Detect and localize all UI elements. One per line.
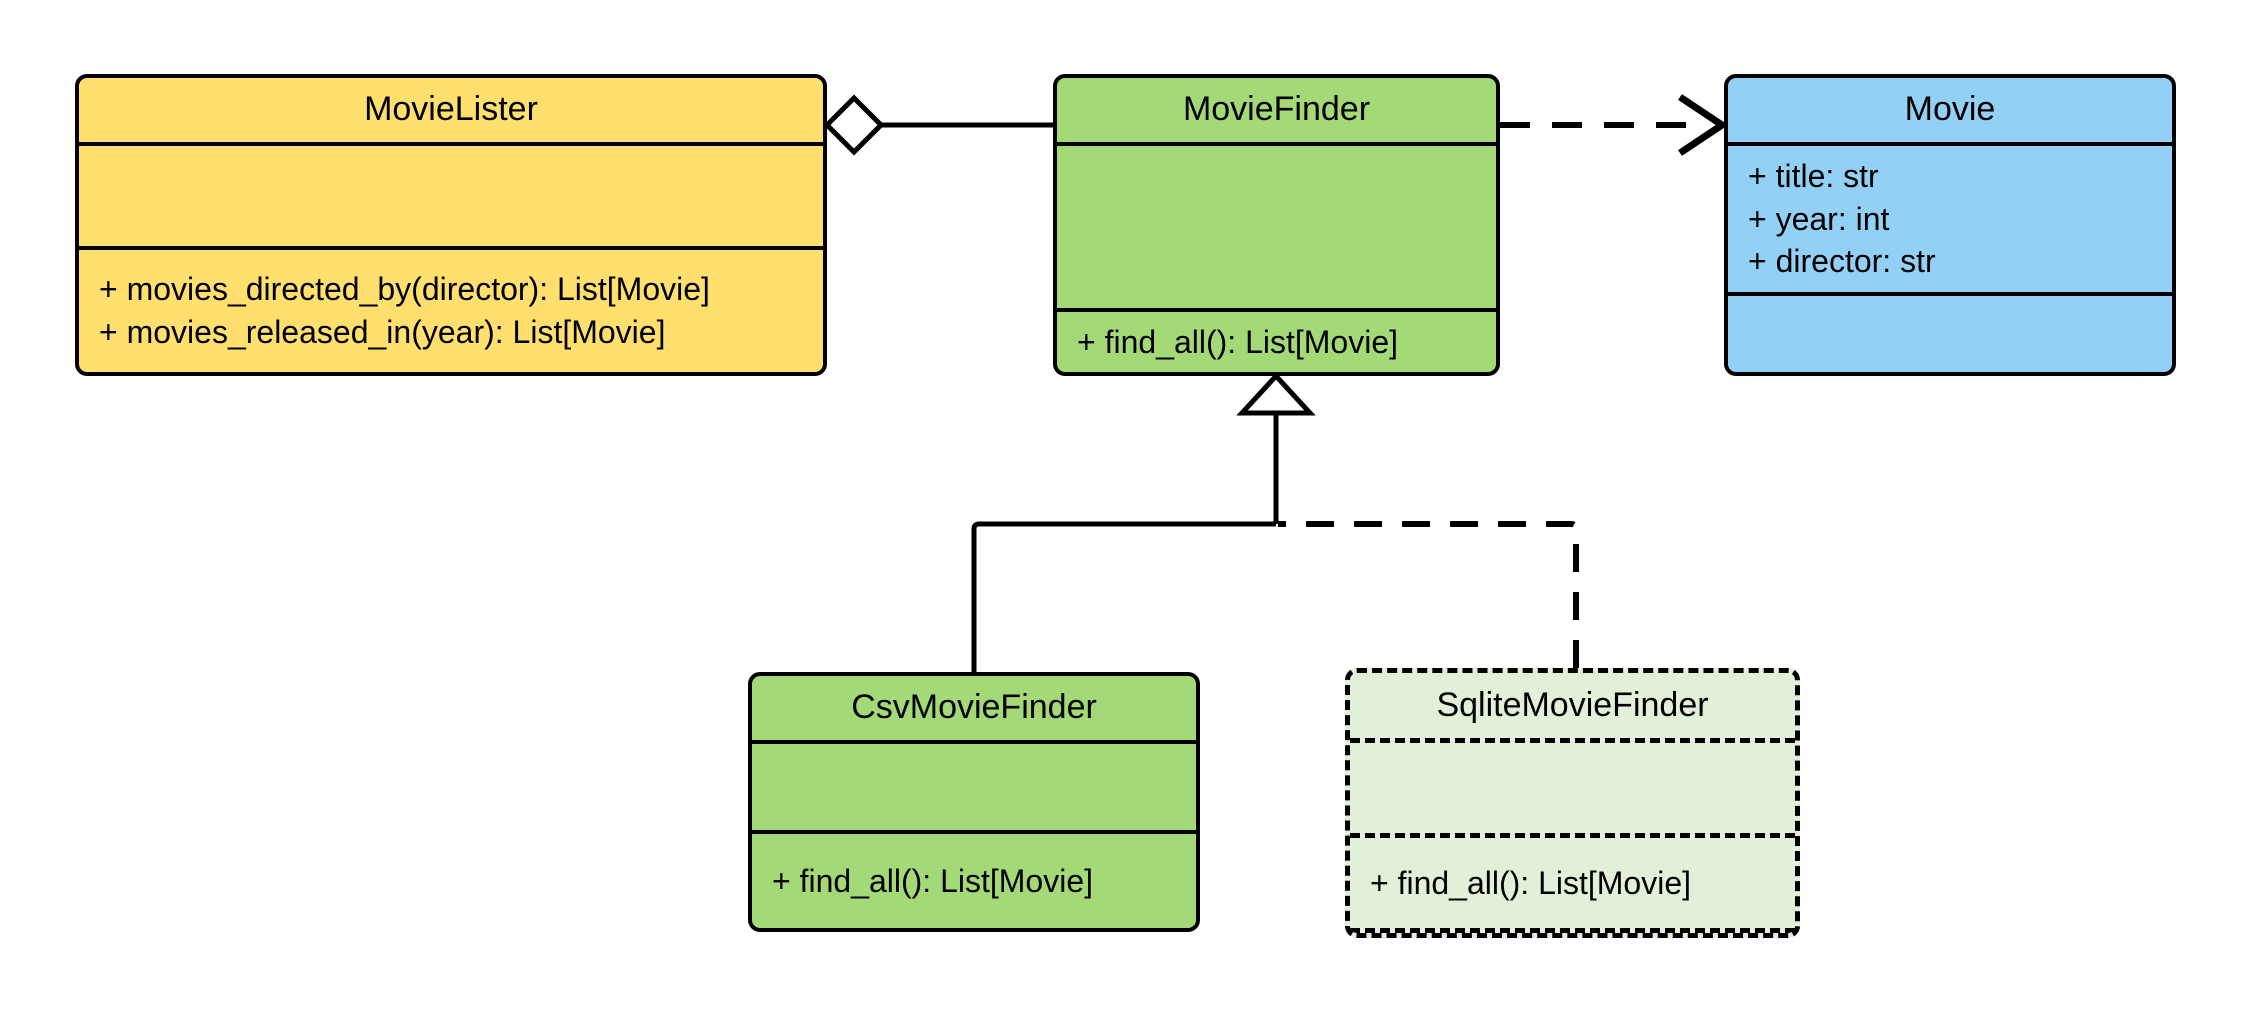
class-title: MovieLister [364, 90, 538, 129]
class-name-compartment: SqliteMovieFinder [1350, 673, 1795, 743]
class-attributes-compartment: + title: str + year: int + director: str [1728, 146, 2172, 296]
inheritance-sqlite-finder [1278, 521, 1579, 668]
class-attribute: + director: str [1748, 243, 1936, 280]
open-arrow-icon [1678, 94, 1729, 156]
class-attributes-compartment [1057, 146, 1496, 312]
class-attributes-compartment [79, 146, 823, 250]
hollow-triangle-icon [1236, 372, 1316, 416]
class-title: SqliteMovieFinder [1436, 685, 1709, 724]
class-methods-compartment: + movies_directed_by(director): List[Mov… [79, 250, 823, 372]
class-attributes-compartment [752, 744, 1196, 834]
class-name-compartment: MovieLister [79, 78, 823, 146]
inheritance-csv-finder [971, 411, 1279, 672]
class-methods-compartment: + find_all(): List[Movie] [1057, 312, 1496, 372]
class-box-movie-finder[interactable]: MovieFinder + find_all(): List[Movie] [1053, 74, 1500, 376]
class-box-movie-lister[interactable]: MovieLister + movies_directed_by(directo… [75, 74, 827, 376]
class-title: MovieFinder [1182, 90, 1371, 129]
class-attribute: + title: str [1748, 157, 1879, 194]
inheritance-line-sqlite [1278, 521, 1579, 668]
class-title: CsvMovieFinder [851, 688, 1097, 727]
class-box-movie[interactable]: Movie + title: str + year: int + directo… [1724, 74, 2176, 376]
class-method: + find_all(): List[Movie] [772, 862, 1094, 899]
aggregation-lister-finder [823, 94, 1053, 156]
class-method: + find_all(): List[Movie] [1077, 323, 1399, 360]
class-box-sqlite-movie-finder[interactable]: SqliteMovieFinder + find_all(): List[Mov… [1345, 668, 1800, 938]
class-name-compartment: Movie [1728, 78, 2172, 146]
class-title: Movie [1904, 90, 1996, 129]
class-method: + find_all(): List[Movie] [1370, 864, 1692, 901]
class-attribute: + year: int [1748, 200, 1890, 237]
hollow-diamond-icon [823, 94, 885, 156]
dependency-finder-movie [1500, 94, 1729, 156]
class-name-compartment: CsvMovieFinder [752, 676, 1196, 744]
class-method: + movies_directed_by(director): List[Mov… [99, 271, 710, 308]
inheritance-line-csv [971, 521, 1276, 672]
class-name-compartment: MovieFinder [1057, 78, 1496, 146]
class-methods-compartment [1728, 296, 2172, 372]
class-box-csv-movie-finder[interactable]: CsvMovieFinder + find_all(): List[Movie] [748, 672, 1200, 932]
class-methods-compartment: + find_all(): List[Movie] [1350, 838, 1795, 933]
class-method: + movies_released_in(year): List[Movie] [99, 314, 666, 350]
class-methods-compartment: + find_all(): List[Movie] [752, 834, 1196, 928]
class-attributes-compartment [1350, 743, 1795, 838]
